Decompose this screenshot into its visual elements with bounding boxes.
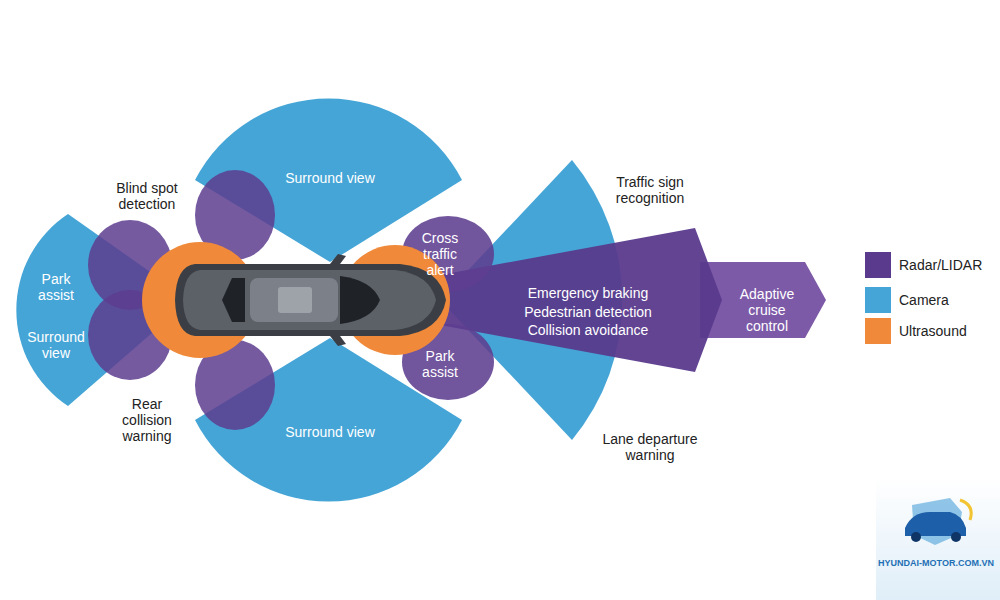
zone-label: Pedestrian detection [508, 304, 668, 320]
label-text: Rear collision warning [122, 396, 172, 444]
label-text: Traffic sign recognition [616, 174, 685, 206]
feature-label: Rear collision warning [105, 396, 189, 444]
zone-label: Emergency braking [508, 285, 668, 301]
label-text: Park assist [422, 348, 458, 380]
legend-text: Camera [899, 292, 949, 308]
legend-swatch [865, 287, 891, 313]
feature-label: Lane departure warning [594, 431, 706, 463]
label-text: Blind spot detection [116, 180, 177, 212]
zone-label: Collision avoidance [508, 322, 668, 338]
label-text: Collision avoidance [528, 322, 649, 338]
feature-label: Traffic sign recognition [598, 174, 702, 206]
label-text: Lane departure warning [603, 431, 698, 463]
legend-swatch [865, 252, 891, 278]
label-text: Adaptive cruise control [740, 286, 794, 334]
legend-text: Ultrasound [899, 323, 967, 339]
label-text: Emergency braking [528, 285, 649, 301]
legend-entry: Radar/LIDAR [865, 252, 982, 278]
zone-label: Surround view [24, 329, 88, 361]
label-text: Surround view [285, 170, 375, 186]
car-top-view [175, 254, 446, 346]
zone-label: Cross traffic alert [409, 230, 471, 278]
feature-label: Blind spot detection [105, 180, 189, 212]
label-text: Surround view [285, 424, 375, 440]
label-text: Surround view [27, 329, 85, 361]
watermark-panel [876, 478, 1000, 600]
label-text: HYUNDAI-MOTOR.COM.VN [878, 558, 994, 568]
legend-entry: Camera [865, 287, 949, 313]
watermark: HYUNDAI-MOTOR.COM.VN [878, 558, 994, 569]
label-text: Pedestrian detection [524, 304, 652, 320]
legend-text: Radar/LIDAR [899, 257, 982, 273]
zone-label: Surround view [275, 424, 385, 440]
zone-label: Adaptive cruise control [728, 286, 806, 334]
legend-entry: Ultrasound [865, 318, 967, 344]
zone-label: Park assist [26, 271, 86, 303]
zone-label: Park assist [412, 348, 468, 380]
watermark-logo [905, 498, 971, 545]
label-text: Cross traffic alert [422, 230, 459, 278]
legend-swatch [865, 318, 891, 344]
label-text: Park assist [38, 271, 74, 303]
zone-label: Surround view [275, 170, 385, 186]
